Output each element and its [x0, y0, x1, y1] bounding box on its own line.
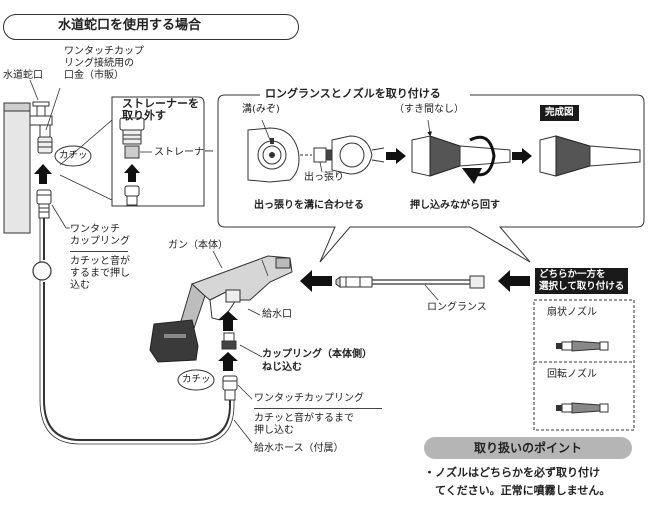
onetouch-coupling2-icon [222, 375, 238, 401]
push-click-1: カチッと音が [70, 256, 130, 267]
fan-nozzle-icon [556, 340, 609, 352]
adapter-label-1: ワンタッチカップ [64, 46, 144, 57]
strainer-remove-1: ストレーナーを [122, 97, 199, 110]
complete-label: 完成図 [540, 105, 579, 121]
divider [70, 251, 128, 252]
rotary-nozzle-label: 回転ノズル [547, 369, 597, 380]
push-click2-1: カチッと音がするまで [254, 413, 354, 424]
adapter-label-2: リング接続用の [64, 58, 134, 69]
arrow-right-icon-2 [512, 148, 532, 164]
click-bubble-2 [177, 369, 215, 391]
faucet-leader [29, 79, 39, 101]
nozzle-protrusion-icon [313, 135, 385, 175]
push-rotate-label: 押し込みながら回す [410, 200, 500, 211]
lance-end-groove-icon [247, 119, 312, 183]
arrow-left-icon [300, 270, 332, 292]
faucet-label: 水道蛇口 [3, 70, 43, 81]
water-inlet-label: 給水口 [262, 309, 292, 320]
click-text-bottom: カチッ [182, 374, 211, 385]
onetouch2-label: ワンタッチカップリング [254, 393, 364, 404]
lance-nozzle-box [217, 94, 645, 263]
arrow-right-icon [386, 148, 406, 164]
arrow-up-icon [34, 164, 52, 184]
strainer-remove-2: 取り外す [122, 109, 166, 122]
click-text-top: カチッ [59, 150, 88, 161]
arrow-left-icon-2 [498, 270, 530, 292]
completed-assembly-icon [539, 135, 641, 177]
hose-outline [39, 218, 235, 445]
align-label: 出っ張りを溝に合わせる [254, 200, 364, 211]
gun-icon [149, 255, 293, 363]
adapter-label-3: 口金（市販） [64, 70, 124, 81]
gun-label: ガン（本体） [168, 240, 228, 251]
push-click2-2: 押し込む [254, 425, 294, 436]
protrusion-label: 出っ張り [304, 172, 344, 183]
adapter-leader [45, 87, 61, 131]
faucet-icon [29, 101, 53, 154]
push-click-3: 込む [70, 280, 90, 291]
strainer-label: ストレーナー [154, 147, 214, 158]
fan-nozzle-label: 扇状ノズル [547, 307, 597, 318]
choose-label: どちらか一方を 選択して取り付ける [535, 268, 629, 294]
coupling-body-icon [223, 332, 235, 342]
arrow-up-icon-coupling [218, 352, 238, 371]
push-rotate-icon [411, 119, 511, 185]
onetouch-coupling-icon [36, 189, 52, 219]
long-lance-icon [335, 275, 485, 289]
hose-label: 給水ホース（付属） [254, 443, 344, 454]
hose-line [43, 218, 231, 441]
onetouch-label-2: カップリング [70, 236, 130, 247]
section-title: 水道蛇口を使用する場合 [58, 18, 202, 33]
faucet-wall [3, 102, 31, 234]
onetouch-label-1: ワンタッチ [70, 224, 120, 235]
points-text-1: ・ノズルはどちらかを必ず取り付け [424, 466, 600, 479]
screw-in-label: ねじ込む [262, 362, 302, 373]
groove-label: 溝(みぞ) [242, 104, 280, 115]
rotary-nozzle-icon [556, 402, 609, 414]
choose-line-2: 選択して取り付ける [539, 281, 625, 292]
arrow-up-icon-gun [218, 311, 238, 331]
coupling-body-label: カップリング（本体側） [262, 349, 372, 360]
click-bubble [54, 145, 92, 167]
points-text-2: てください。正常に噴霧しません。 [424, 484, 611, 497]
strainer-inset [59, 96, 205, 207]
points-title: 取り扱いのポイント [424, 437, 632, 459]
hose-break-icon [32, 261, 52, 281]
push-click-2: するまで押し [70, 268, 130, 279]
lance-box-title: ロングランスとノズルを取り付ける [262, 88, 444, 100]
divider-2 [254, 408, 382, 409]
long-lance-label: ロングランス [427, 302, 487, 313]
no-gap-label: （すき間なし） [394, 104, 464, 115]
section-header-pill [3, 14, 299, 40]
choose-line-1: どちらか一方を [539, 269, 606, 280]
